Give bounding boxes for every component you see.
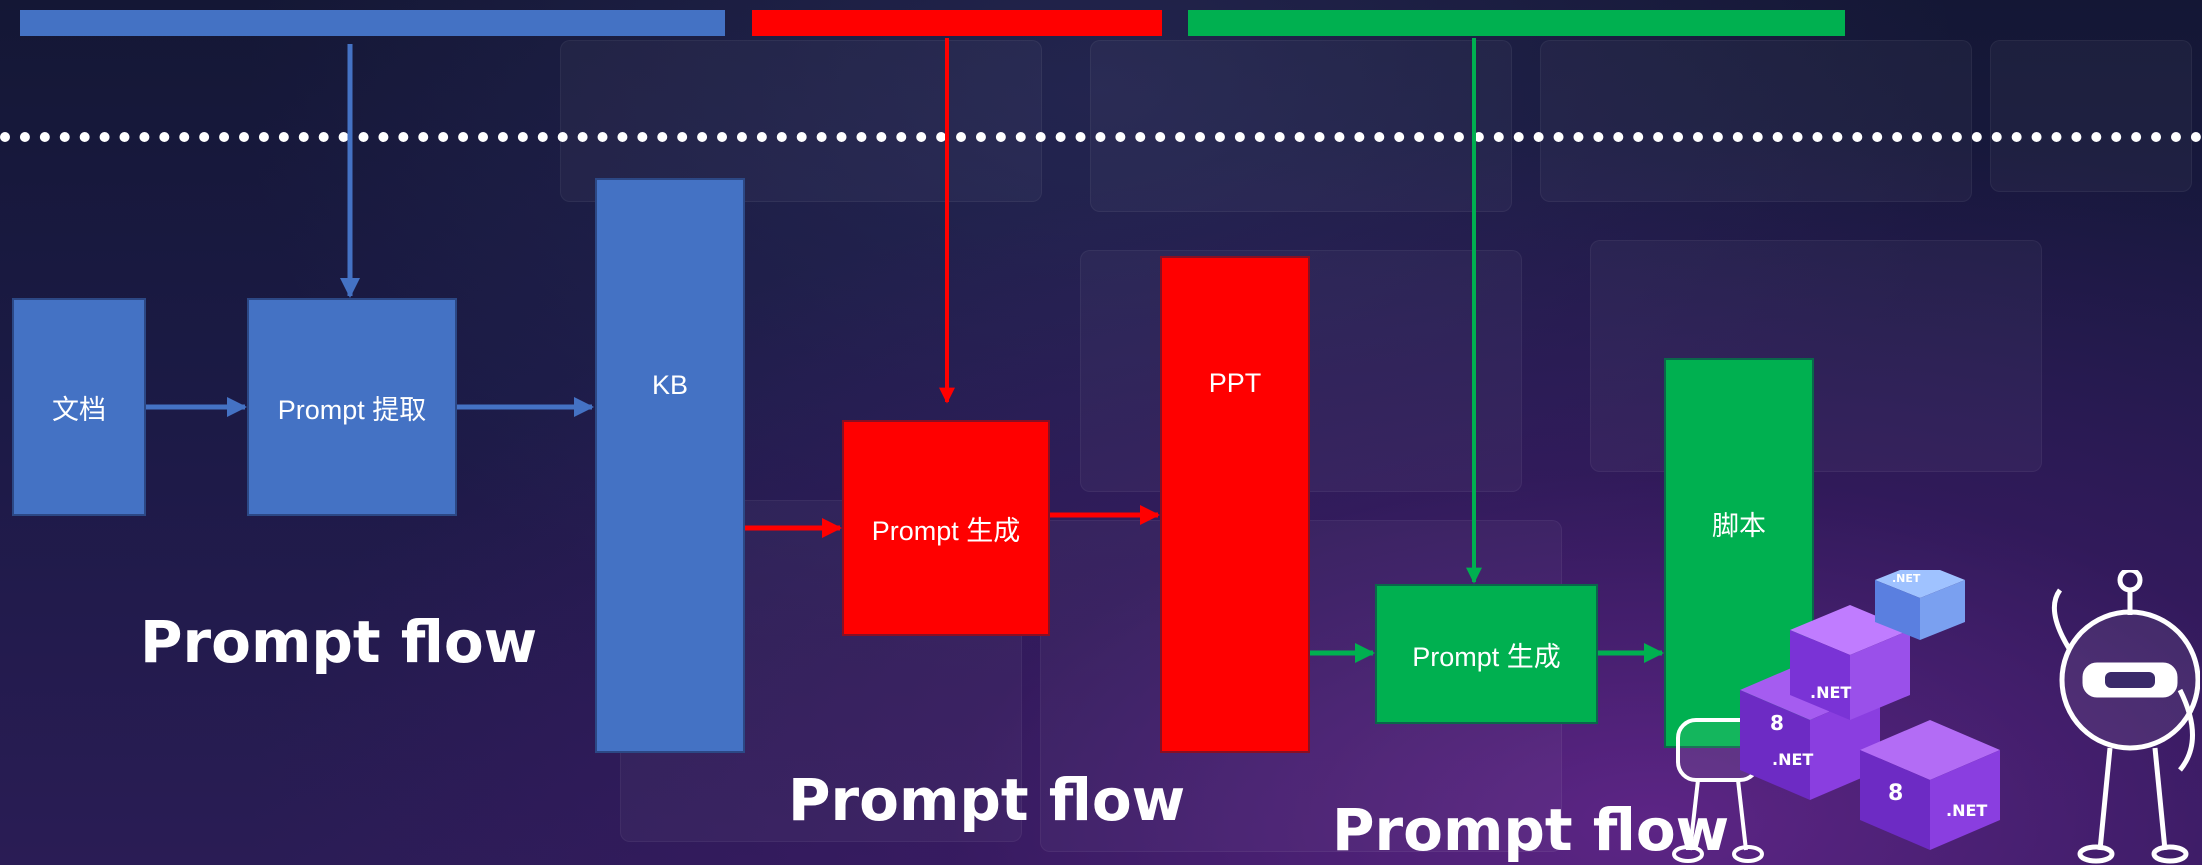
node-prompt-extract: Prompt 提取	[247, 298, 457, 516]
badge-dotnet-3: .NET	[1946, 801, 1987, 820]
badge-eight-2: 8	[1888, 781, 1903, 806]
flow-label-1: Prompt flow	[140, 608, 538, 676]
node-script-label: 脚本	[1712, 510, 1766, 541]
node-kb: KB	[595, 178, 745, 753]
node-document: 文档	[12, 298, 146, 516]
background-tile	[560, 40, 1042, 202]
node-prompt-generate-1: Prompt 生成	[842, 420, 1050, 636]
flow-label-2: Prompt flow	[788, 766, 1186, 834]
dotnet-mascot-illustration: .NET .NET .NET .NET 8 8	[1672, 570, 2200, 864]
badge-labels: .NET .NET .NET .NET 8 8	[1770, 572, 1987, 820]
node-prompt-extract-label: Prompt 提取	[277, 394, 427, 425]
node-ppt: PPT	[1160, 256, 1310, 753]
dotted-divider	[0, 132, 2202, 142]
cube-stack-icon	[1740, 570, 2000, 850]
background-tile	[1540, 40, 1972, 202]
background-tile	[1590, 240, 2042, 472]
badge-dotnet-4: .NET	[1892, 572, 1921, 585]
top-bar-red	[752, 10, 1162, 36]
robot-left-icon	[1672, 718, 1764, 863]
background-tile	[1090, 40, 1512, 212]
badge-dotnet-1: .NET	[1772, 750, 1813, 769]
node-kb-label: KB	[651, 370, 689, 400]
robot-right-icon	[2051, 570, 2200, 864]
badge-eight-1: 8	[1770, 711, 1784, 735]
background-tile	[1990, 40, 2192, 192]
node-prompt-generate-1-label: Prompt 生成	[871, 515, 1021, 546]
node-prompt-generate-2: Prompt 生成	[1375, 584, 1598, 724]
top-bar-blue	[20, 10, 725, 36]
node-prompt-generate-2-label: Prompt 生成	[1412, 641, 1561, 672]
node-document-label: 文档	[52, 394, 106, 425]
node-ppt-label: PPT	[1208, 368, 1262, 398]
node-script: 脚本	[1664, 358, 1814, 748]
top-bar-green	[1188, 10, 1845, 36]
badge-dotnet-2: .NET	[1810, 683, 1851, 702]
flow-label-3: Prompt flow	[1332, 796, 1730, 864]
